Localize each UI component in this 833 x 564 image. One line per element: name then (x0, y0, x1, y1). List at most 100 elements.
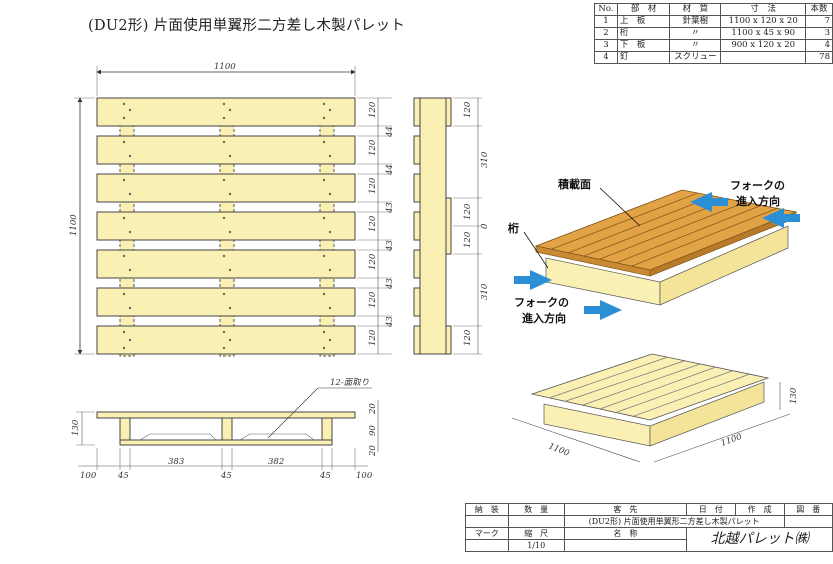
top-right-dim: 43 (385, 278, 395, 290)
front-bottom-dim: 45 (117, 471, 129, 481)
side-deck-board (413, 325, 421, 355)
bom-cell: 釘 (616, 51, 671, 64)
fork-arrow-icon (762, 208, 800, 228)
nail-holes (122, 102, 332, 350)
top-right-dim: 120 (368, 291, 378, 308)
top-view: 1100 1100 120 44 120 44 120 (69, 62, 395, 357)
deck-board (96, 97, 356, 127)
top-right-dim: 120 (368, 329, 378, 346)
side-deck-board (413, 135, 421, 165)
front-right-dim: 20 (368, 445, 378, 457)
iso-right-dim: 1100 (720, 432, 744, 449)
tb-name: (DU2形) 片面使用単翼形二方差し木製パレット (563, 515, 785, 528)
front-bottom-dim: 382 (268, 457, 284, 467)
top-right-dim: 120 (368, 101, 378, 118)
deck-board (96, 211, 356, 241)
top-right-dim: 120 (368, 253, 378, 270)
tb-header: 図 番 (783, 503, 833, 516)
front-view: 12-面取り 130 20 90 20 100 45 383 45 382 45… (71, 378, 379, 481)
tb-cell (465, 515, 509, 528)
tb-header: 作 成 (734, 503, 785, 516)
tb-header: 名 称 (563, 527, 687, 540)
tb-header: 縮 尺 (507, 527, 565, 540)
side-dim: 120 (463, 231, 473, 248)
bom-row: 3 下 板 〃 900 x 120 x 20 4 (594, 39, 833, 52)
side-dim: 310 (480, 151, 490, 168)
tb-header: 日 付 (685, 503, 736, 516)
front-bottom-board (119, 439, 333, 446)
bom-cell: 〃 (669, 27, 722, 40)
top-right-dim: 44 (385, 126, 395, 138)
front-bottom-dim: 383 (168, 457, 184, 467)
side-dim: 120 (463, 101, 473, 118)
deck-board (96, 325, 356, 355)
top-right-dim: 43 (385, 240, 395, 252)
tb-cell (563, 539, 687, 552)
fork-entry-label-top: フォークの (730, 179, 785, 192)
deck-board (96, 287, 356, 317)
tb-cell (507, 515, 565, 528)
side-bottom-board (445, 325, 452, 355)
front-right-dim: 20 (368, 403, 378, 415)
fork-entry-label-bottom: 進入方向 (522, 311, 566, 325)
bom-table: No. 部 材 材 質 寸 法 本数 1 上 板 針葉樹 1100 x 120 … (594, 3, 833, 64)
top-right-dim: 44 (385, 164, 395, 176)
front-stringer-left (119, 417, 131, 441)
side-dim: 120 (463, 203, 473, 220)
deck-board (96, 249, 356, 279)
tb-scale: 1/10 (507, 539, 565, 552)
bom-row: 2 桁 〃 1100 x 45 x 90 3 (594, 27, 833, 40)
iso-view-colored: 積載面 桁 フォークの 進入方向 フォークの 進入方向 (508, 177, 800, 325)
side-dim: 0 (480, 223, 490, 229)
fork-arrow-icon (584, 300, 622, 320)
side-bottom-board (445, 197, 452, 255)
side-deck-board (413, 287, 421, 317)
top-right-dim: 120 (368, 177, 378, 194)
bom-cell: 4 (805, 39, 833, 52)
side-deck-board (413, 97, 421, 127)
front-bottom-dim: 100 (356, 471, 373, 481)
side-dim: 120 (463, 329, 473, 346)
front-deck-board (96, 411, 356, 419)
drawing-title: (DU2形) 片面使用単翼形二方差し木製パレット (88, 18, 406, 34)
front-bottom-dim: 45 (220, 471, 232, 481)
front-right-dim: 90 (368, 425, 378, 436)
top-width-dim: 1100 (214, 62, 236, 72)
side-dim: 310 (480, 283, 490, 300)
front-stringer-right (321, 417, 333, 441)
fork-arrow-icon (514, 270, 552, 290)
side-stringer (419, 97, 447, 355)
deck-board (96, 173, 356, 203)
title-block: 納 装 数 量 客 先 日 付 作 成 図 番 (DU2形) 片面使用単翼形二方… (465, 503, 833, 552)
top-right-dim: 43 (385, 316, 395, 328)
top-right-dim: 120 (368, 215, 378, 232)
side-deck-board (413, 249, 421, 279)
fork-entry-label-bottom: フォークの (514, 296, 569, 309)
top-right-dim: 120 (368, 139, 378, 156)
front-bottom-dim: 100 (80, 471, 97, 481)
bom-row: 1 上 板 針葉樹 1100 x 120 x 20 7 (594, 15, 833, 28)
chamfer-callout: 12-面取り (330, 378, 370, 388)
side-view: 120 310 120 0 120 310 120 (413, 97, 490, 355)
bom-cell: 78 (805, 51, 833, 64)
tb-header: マーク (465, 527, 509, 540)
fork-entry-label-top: 進入方向 (736, 194, 780, 208)
deck-surface-label: 積載面 (557, 177, 591, 191)
side-deck-board (413, 211, 421, 241)
stringer-label: 桁 (508, 221, 519, 235)
tb-cell (783, 515, 833, 528)
iso-left-dim: 1100 (547, 442, 571, 460)
fork-arrow-icon (690, 192, 728, 212)
front-stringer-center (221, 417, 233, 441)
deck-board (96, 135, 356, 165)
front-left-dim: 130 (71, 419, 81, 436)
iso-height-dim: 130 (789, 387, 799, 404)
tb-company: 北越パレット㈱ (685, 527, 833, 552)
tb-cell (465, 539, 509, 552)
top-height-dim: 1100 (69, 214, 79, 236)
front-bottom-dim: 45 (319, 471, 331, 481)
top-right-dim: 43 (385, 202, 395, 214)
bom-cell: スクリュー (669, 51, 722, 64)
